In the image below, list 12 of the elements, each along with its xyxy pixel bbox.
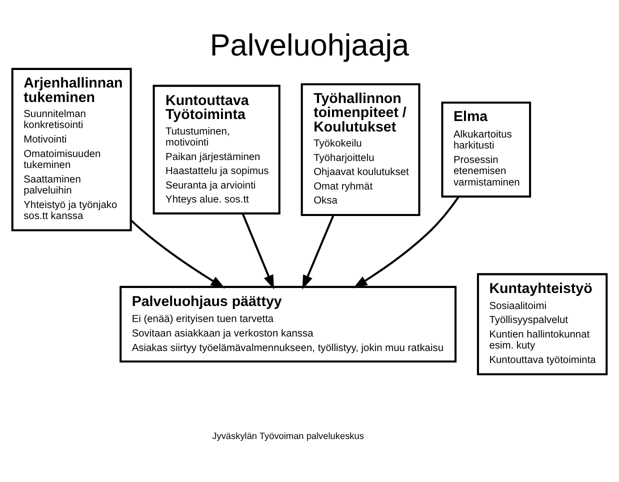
arrow [130,220,226,288]
arrow [302,214,334,290]
diagram-title: Palveluohjaaja [210,28,410,63]
caption: Jyväskylän Työvoiman palvelukeskus [212,430,364,441]
node-box: Palveluohjaus päättyy Ei (enää) erityisen tuen tarvetta Sovitaan asiakkaan ja verkoston kanssa Asiakas siirtyy työelämävalmennukseen, työllistyy, jokin muu ratkaisu [120,286,457,362]
arrow [353,196,460,288]
node-box: Työhallinnon toimenpiteet / Koulutukset Työkokeilu Työharjoittelu Ohjaavat koulutukset Omat ryhmät Oksa [300,83,420,216]
node-box: Kuntouttava Työtoiminta Tutustuminen, motivointi Paikan järjestäminen Haastattelu ja sopimus Seuranta ja arviointi Yhteys alue. sos.tt [152,84,280,214]
node-box: Arjenhallinnan tukeminen Suunnitelman konkretisointi Motivointi Omatoimisuuden tukeminen Saattaminen palveluihin Yhteistyö ja työnjako sos.tt kanssa [11,68,132,232]
node-box: Kuntayhteistyö Sosiaalitoimi Työllisyyspalvelut Kuntien hallintokunnat esim. kuty Kuntouttava työtoiminta [476,273,608,376]
arrow [242,214,274,290]
node-box: Elma Alkukartoitus harkitusti Prosessin etenemisen varmistaminen [441,102,532,198]
